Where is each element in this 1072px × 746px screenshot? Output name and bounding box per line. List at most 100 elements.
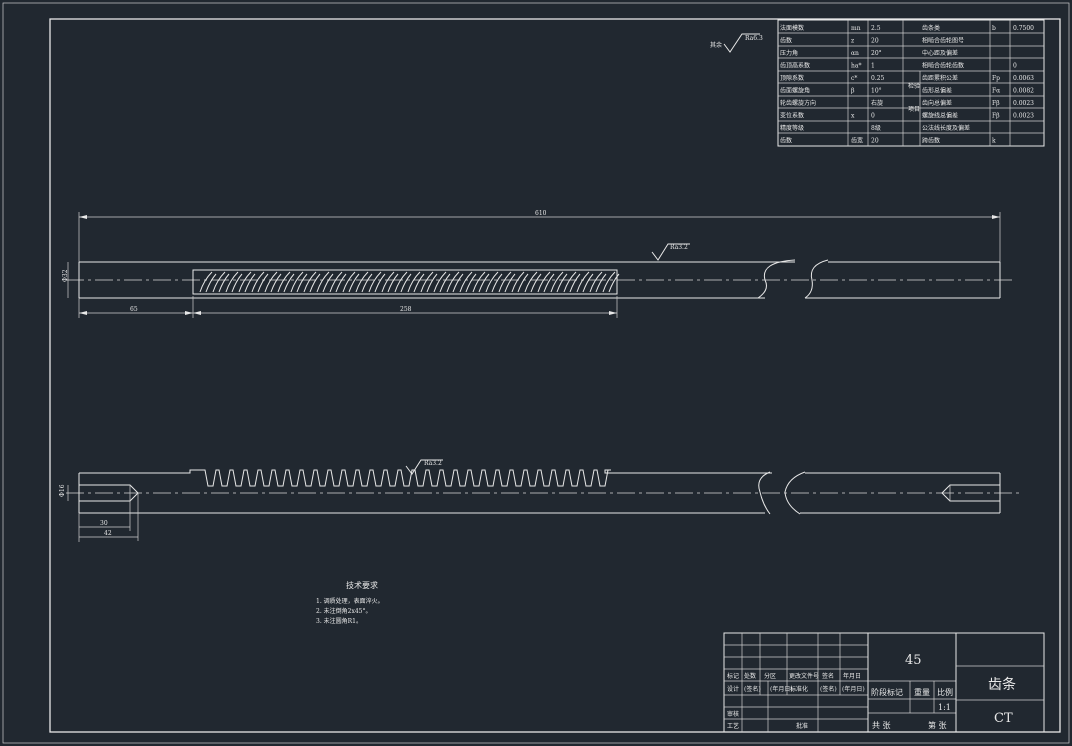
param-cell-6-3: 齿向总偏差: [922, 99, 952, 107]
helix-tooth: [459, 271, 477, 293]
param-cell-4-0: 顶隙系数: [780, 74, 804, 82]
roughness-top: Ra3.2: [670, 244, 688, 251]
weight-label: 重量: [914, 687, 930, 697]
helix-tooth: [303, 271, 321, 293]
helix-tooth: [407, 271, 425, 293]
param-cell-1-0: 齿数: [780, 37, 792, 45]
param-cell-2-2: 20°: [871, 50, 882, 57]
roughness-label: Ra6.3: [745, 35, 763, 42]
helix-tooth: [290, 271, 308, 293]
param-cell-7-1: x: [851, 113, 855, 120]
tech-title: 技术要求: [346, 580, 378, 590]
col-count: 处数: [744, 672, 756, 680]
helix-tooth: [251, 271, 269, 293]
param-cell-1-3: 相啮合齿轮图号: [922, 37, 964, 45]
param-cell-7-4: Fβ: [992, 113, 1000, 120]
param-cell-5-0: 齿面螺旋角: [780, 87, 810, 95]
top-view: 610 Φ32 65 258 Ra3.2: [62, 210, 1015, 318]
param-cell-9-0: 齿数: [780, 137, 792, 145]
helix-tooth: [563, 271, 581, 293]
param-cell-4-1: c*: [851, 75, 857, 82]
scale-value: 1:1: [938, 703, 951, 712]
helix-tooth: [225, 271, 243, 293]
param-cell-9-2: 20: [871, 138, 879, 145]
ratio-label: 比例: [937, 687, 953, 697]
param-cell-9-3: 跨齿数: [922, 137, 940, 145]
material-label: 45: [905, 653, 922, 668]
part-name: 齿条: [988, 676, 1016, 693]
col-mark: 标记: [727, 672, 739, 680]
surface-finish-other: 其余 Ra6.3: [710, 33, 763, 53]
tech-item-1: 1. 调质处理，表面淬火。: [316, 597, 384, 605]
param-cell-8-0: 精度等级: [780, 124, 804, 132]
param-cell-2-1: αn: [851, 50, 859, 57]
helix-tooth: [342, 271, 360, 293]
helix-tooth: [277, 271, 295, 293]
helix-tooth: [498, 271, 516, 293]
param-cell-3-5: 0: [1013, 63, 1017, 70]
param-cell-0-2: 2.5: [871, 25, 881, 32]
helix-tooth: [420, 271, 438, 293]
param-cell-6-5: 0.0023: [1013, 100, 1034, 107]
param-cell-4-4: Fp: [992, 75, 1000, 82]
param-cell-3-1: ha*: [851, 63, 861, 70]
stage-mark: 阶段标记: [871, 687, 903, 697]
row-approve: 批准: [796, 722, 808, 730]
param-cell-2-3: 中心距及偏差: [922, 49, 958, 57]
group-label-1: 检验: [908, 82, 920, 90]
param-cell-7-3: 螺旋线总偏差: [922, 112, 958, 120]
col-date: 年月日: [843, 672, 861, 680]
row-check: 审核: [727, 710, 739, 718]
dim-65: 65: [130, 306, 138, 313]
param-cell-1-2: 20: [871, 38, 879, 45]
param-cell-5-3: 齿形总偏差: [922, 87, 952, 95]
param-cell-9-1: 齿宽: [851, 137, 863, 145]
param-cell-4-5: 0.0063: [1013, 75, 1034, 82]
tech-requirements: 技术要求 1. 调质处理，表面淬火。 2. 未注倒角2x45°。 3. 未注圆角…: [316, 580, 384, 625]
helix-tooth: [602, 271, 620, 293]
param-cell-9-4: k: [992, 138, 996, 145]
rack-tooth-profile: [79, 469, 772, 487]
param-cell-6-4: Fβ: [992, 100, 1000, 107]
param-cell-0-3: 齿条类: [922, 24, 940, 32]
front-view: Φ16 30 42 Ra3.2: [59, 459, 1020, 542]
helix-tooth: [316, 271, 334, 293]
param-cell-6-2: 右旋: [871, 99, 883, 107]
sig-sign-2: (签名): [820, 685, 837, 693]
helix-tooth: [381, 271, 399, 293]
col-change-doc: 更改文件号: [789, 672, 819, 680]
helix-tooth: [199, 271, 217, 293]
param-cell-4-2: 0.25: [871, 75, 885, 82]
param-cell-8-2: 8级: [871, 124, 881, 132]
title-block: 45 齿条 CT 阶段标记 重量 比例 1:1 共 张 第 张 标记 处数 分区…: [723, 632, 1045, 733]
param-cell-0-5: 0.7500: [1013, 25, 1034, 32]
row-process: 工艺: [727, 722, 739, 730]
sig-standardize: 标准化: [790, 685, 808, 693]
helix-tooth: [212, 271, 230, 293]
group-label-2: 项目: [908, 106, 920, 113]
param-cell-5-4: Fα: [992, 88, 1000, 95]
sig-date-2: (年月日): [842, 685, 865, 693]
sheet-number: 第 张: [928, 720, 947, 730]
roughness-bottom: Ra3.2: [424, 460, 442, 467]
sig-sign-1: (签名): [744, 685, 761, 693]
helix-tooth: [589, 271, 607, 293]
param-cell-0-0: 法面模数: [780, 24, 804, 32]
helix-tooth: [576, 271, 594, 293]
param-cell-4-3: 齿距累积公差: [922, 74, 958, 82]
inner-frame: [49, 18, 1061, 733]
col-sign: 签名: [822, 672, 834, 680]
sig-date-1: (年月日): [770, 685, 793, 693]
helix-tooth: [433, 271, 451, 293]
param-cell-3-0: 齿顶高系数: [780, 62, 810, 70]
param-cell-7-0: 变位系数: [780, 112, 804, 120]
param-cell-5-5: 0.0082: [1013, 88, 1034, 95]
tech-item-3: 3. 未注圆角R1。: [316, 617, 362, 625]
dim-dia-top: Φ32: [62, 269, 69, 282]
param-cell-5-2: 10°: [871, 88, 882, 95]
drawing-code: CT: [994, 711, 1013, 726]
helix-tooth: [394, 271, 412, 293]
